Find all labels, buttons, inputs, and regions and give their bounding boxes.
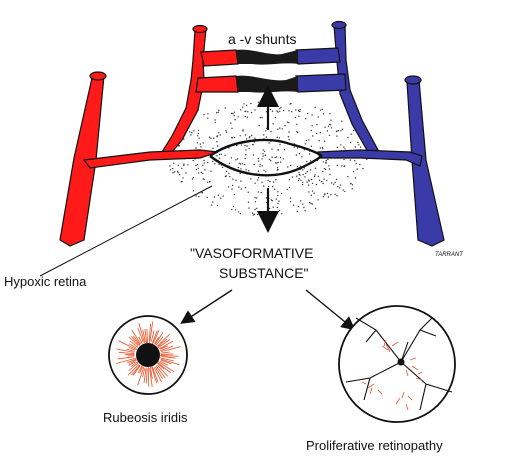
shunt-upper-core — [236, 49, 298, 65]
shunts-label: a -v shunts — [228, 31, 296, 47]
venous-system — [295, 20, 445, 247]
left-artery — [59, 75, 105, 247]
pupil — [136, 343, 160, 367]
proliferative-retinopathy-figure — [338, 305, 456, 423]
shunt-upper-venous — [295, 47, 341, 65]
substance-label-line2: SUBSTANCE" — [219, 265, 309, 281]
right-vein — [406, 79, 445, 247]
proliferative-retinopathy-label: Proliferative retinopathy — [306, 438, 443, 453]
substance-label-line1: "VASOFORMATIVE — [190, 245, 313, 261]
capillary-loop — [209, 138, 323, 177]
arrow-to-rubeosis — [180, 289, 233, 324]
shunt-upper-arterial — [200, 49, 239, 67]
venous-branch — [317, 149, 423, 167]
central-vein-end — [331, 20, 347, 30]
shunt-lower-venous — [295, 73, 347, 93]
hypoxic-retina-label: Hypoxic retina — [4, 274, 87, 289]
optic-disc — [397, 358, 405, 366]
rubeosis-iridis-label: Rubeosis iridis — [103, 410, 188, 425]
left-artery-end — [89, 71, 107, 81]
central-artery-end — [192, 24, 208, 34]
right-vein-end — [404, 75, 422, 85]
arrow-to-proliferative — [305, 289, 356, 331]
hypoxic-leader-line — [39, 185, 213, 277]
hypoxic-zone-stipple — [169, 101, 368, 216]
arrows — [180, 85, 356, 331]
shunt-lower-core — [236, 75, 298, 93]
shunt-lower-arterial — [195, 75, 239, 93]
rubeosis-iridis-figure — [108, 315, 188, 395]
arterial-system — [59, 24, 239, 247]
shunt-cores — [236, 49, 298, 93]
arterial-branch — [82, 149, 219, 169]
artist-signature: TARRANT — [435, 252, 464, 258]
